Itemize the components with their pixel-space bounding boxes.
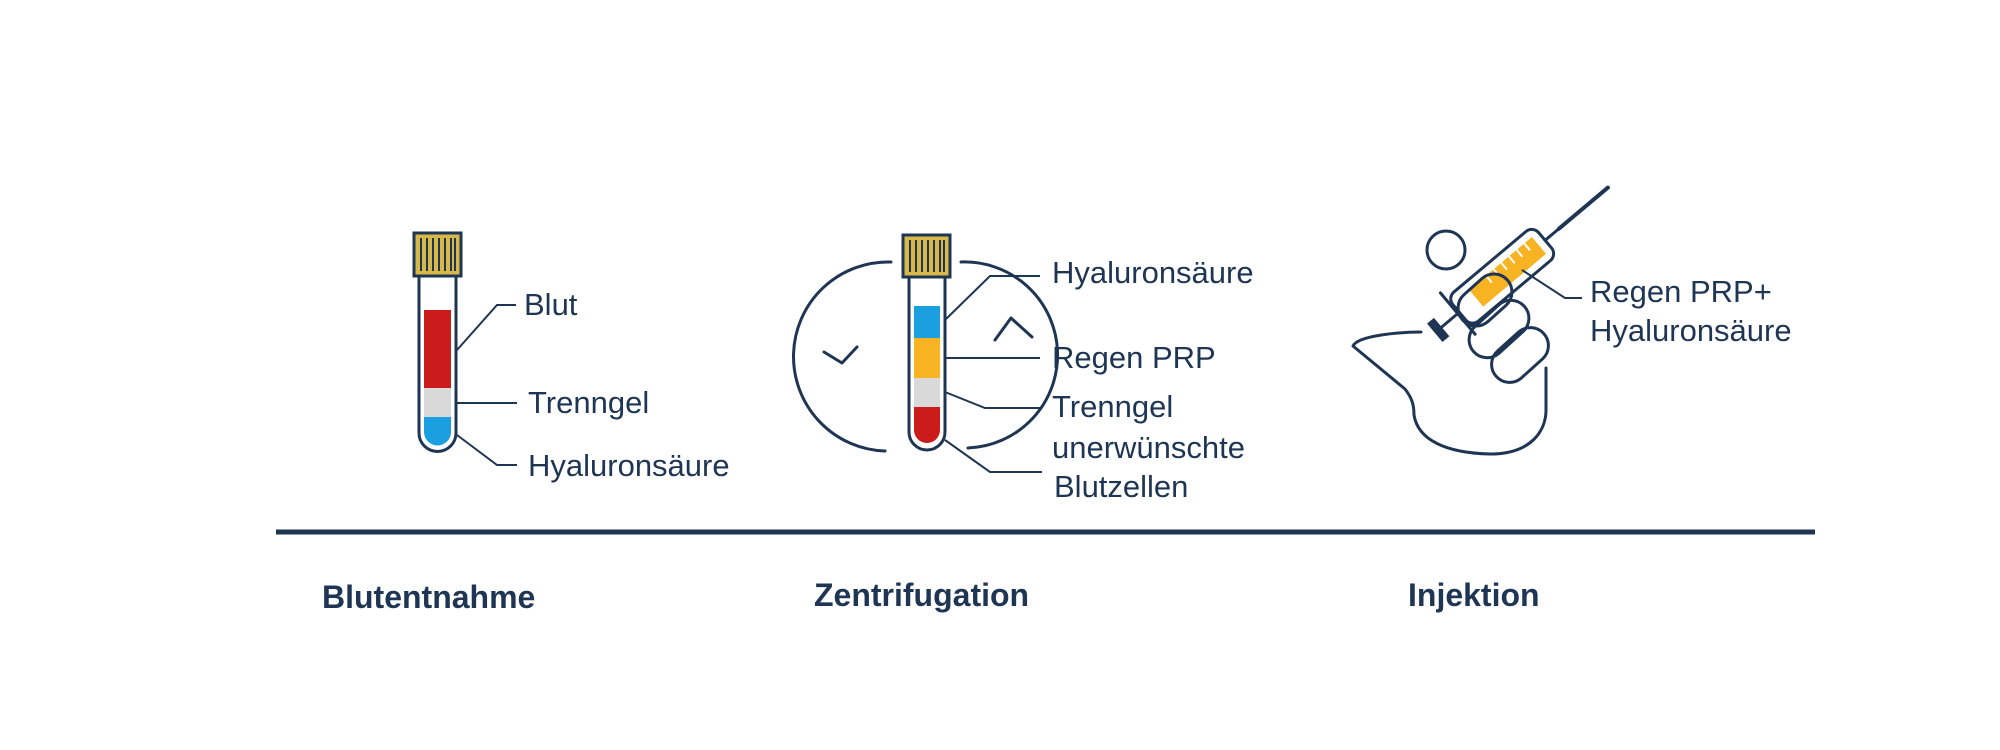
syringe-scale	[1485, 242, 1531, 284]
hyaluronic-layer	[914, 306, 940, 338]
syringe-plunger-head	[1427, 317, 1450, 343]
label-mix-line1: Regen PRP+	[1590, 274, 1772, 309]
finger-1	[1456, 272, 1514, 328]
hand-syringe-icon	[1351, 185, 1610, 456]
rotation-arc-right	[959, 260, 1060, 450]
label-regen-prp: Regen PRP	[1052, 340, 1216, 375]
step-title-centrifugation: Zentrifugation	[814, 577, 1029, 613]
label-hyaluronic-acid: Hyaluronsäure	[1052, 255, 1254, 290]
centrifuge-rotation-icon	[791, 260, 1060, 453]
syringe	[1427, 185, 1610, 343]
test-tube-icon	[412, 231, 463, 453]
tube-glass	[907, 275, 947, 452]
syringe-hub	[1543, 227, 1561, 242]
leader-hyaluronic	[944, 275, 1040, 321]
unwanted-cells-layer	[914, 407, 940, 443]
label-hyaluronic-acid: Hyaluronsäure	[528, 448, 730, 483]
leader-blood	[456, 304, 516, 351]
syringe-plunger-rod	[1437, 310, 1461, 331]
label-unwanted-cells-line1: unerwünschte	[1052, 430, 1245, 465]
label-unwanted-cells-line2: Blutzellen	[1054, 469, 1188, 504]
hyaluronic-layer	[424, 417, 451, 446]
panel-blood-collection: Blut Trenngel Hyaluronsäure	[412, 231, 730, 483]
panel-centrifugation: Hyaluronsäure Regen PRP Trenngel unerwün…	[791, 233, 1254, 504]
rotation-arrowhead-left	[822, 345, 859, 365]
label-mix-line2: Hyaluronsäure	[1590, 313, 1792, 348]
prp-layer	[914, 338, 940, 378]
leader-gel	[944, 391, 1042, 409]
test-tube-icon	[901, 233, 952, 452]
blood-layer	[424, 310, 451, 388]
rotation-arrowhead-right	[993, 316, 1034, 342]
finger-2	[1467, 298, 1531, 360]
cap-ridges	[909, 240, 945, 272]
gel-layer	[914, 378, 940, 407]
label-blood: Blut	[524, 287, 578, 322]
syringe-fluid	[1469, 237, 1547, 307]
step-title-injection: Injektion	[1408, 577, 1540, 613]
label-separator-gel: Trenngel	[528, 385, 649, 420]
syringe-needle	[1556, 185, 1610, 231]
leader-unwanted-cells	[944, 439, 1042, 473]
leader-hyaluronic	[456, 434, 517, 466]
rotation-arc-left	[791, 260, 893, 453]
step-title-blood-collection: Blutentnahme	[322, 579, 535, 615]
palm	[1351, 330, 1548, 456]
leader-mix	[1521, 269, 1582, 299]
label-separator-gel: Trenngel	[1052, 389, 1173, 424]
cap-ridges	[420, 238, 456, 271]
finger-3	[1490, 326, 1550, 384]
tube-glass	[417, 274, 458, 453]
gel-layer	[424, 388, 451, 417]
panel-injection: Regen PRP+ Hyaluronsäure	[1351, 185, 1792, 456]
thumb-tip	[1425, 229, 1467, 271]
